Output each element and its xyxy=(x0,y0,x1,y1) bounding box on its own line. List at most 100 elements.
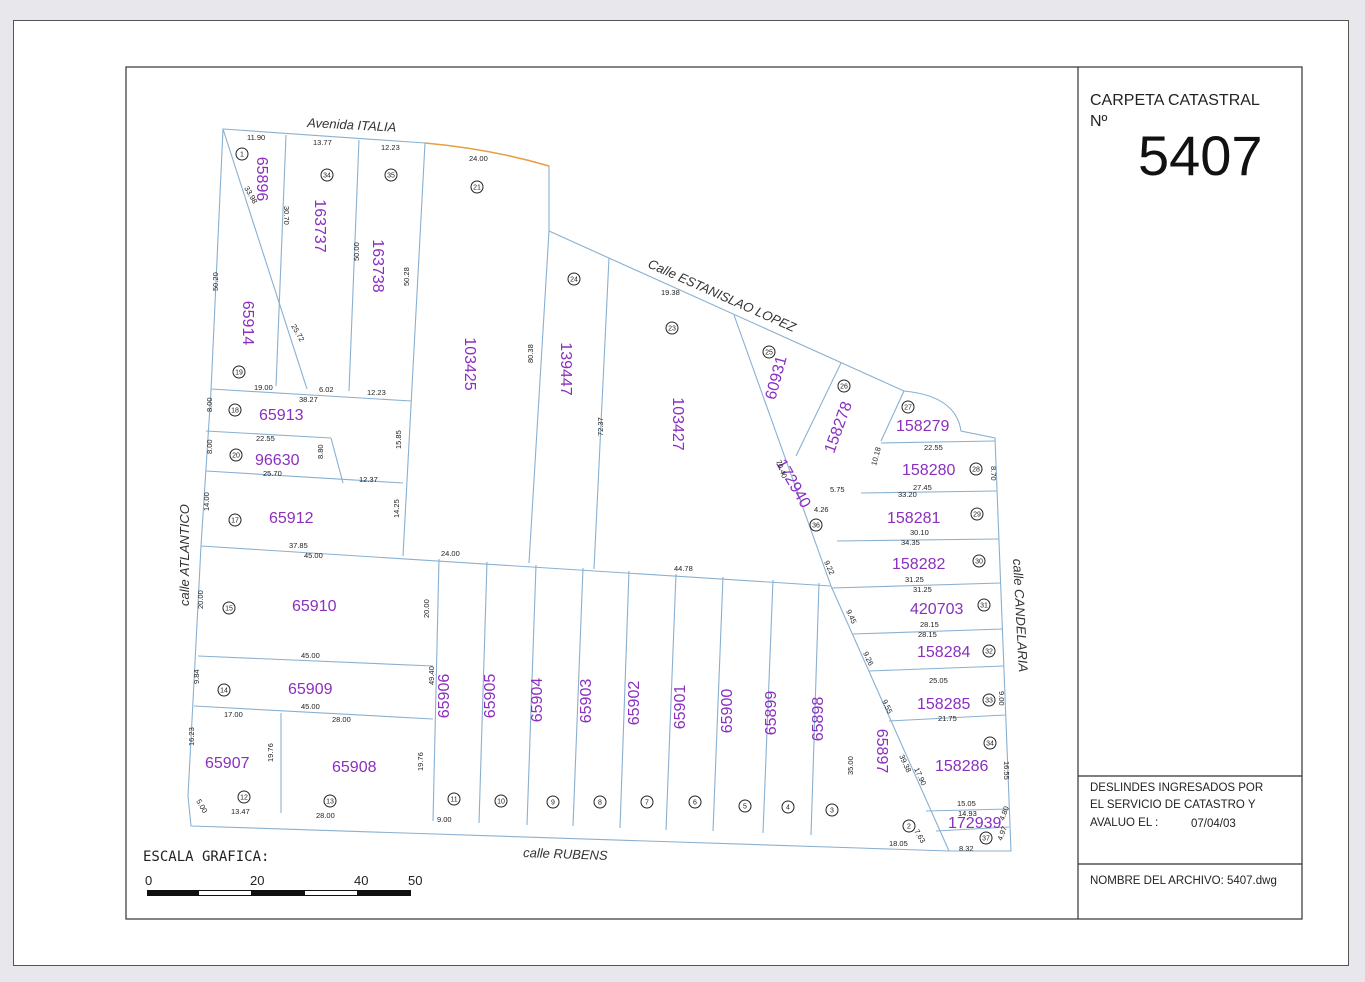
graphic-scale: ESCALA GRAFICA: 0 20 40 50 xyxy=(143,849,422,896)
parcel-id-65905: 65905 xyxy=(482,674,499,719)
svg-text:10: 10 xyxy=(497,799,505,806)
scale-bar xyxy=(147,890,411,896)
parcel-id-65904: 65904 xyxy=(529,678,546,723)
svg-text:28: 28 xyxy=(972,467,980,474)
dimension-label: 45.00 xyxy=(301,702,320,711)
dimension-label: 50.20 xyxy=(211,272,220,291)
dimension-label: 19.76 xyxy=(266,743,275,762)
lot-number-37: 37 xyxy=(979,831,993,845)
dimension-label: 16.23 xyxy=(187,727,196,746)
svg-text:18: 18 xyxy=(231,408,239,415)
dimension-label: 18.05 xyxy=(889,839,908,848)
svg-text:30: 30 xyxy=(975,559,983,566)
dimension-label: 33.20 xyxy=(898,490,917,499)
svg-text:7: 7 xyxy=(645,800,649,807)
lot-number-35: 35 xyxy=(384,168,398,182)
scale-tick-50: 50 xyxy=(408,873,422,888)
svg-text:34: 34 xyxy=(323,173,331,180)
scale-title: ESCALA GRAFICA: xyxy=(143,849,269,865)
lot-number-34: 34 xyxy=(983,736,997,750)
street-atlantico: calle ATLANTICO xyxy=(177,504,192,606)
dimension-label: 22.55 xyxy=(924,443,943,452)
dimension-label: 8.80 xyxy=(316,444,325,459)
parcel-id-158278: 158278 xyxy=(822,399,856,455)
dimension-label: 10.18 xyxy=(869,446,883,466)
scale-tick-0: 0 xyxy=(145,873,152,888)
dimension-label: 80.38 xyxy=(526,344,535,363)
lot-number-34: 34 xyxy=(320,168,334,182)
svg-text:6: 6 xyxy=(693,800,697,807)
deslindes-line1: DESLINDES INGRESADOS POR xyxy=(1090,782,1263,794)
lot-number-10: 10 xyxy=(494,794,508,808)
dimension-label: 16.55 xyxy=(1002,761,1011,780)
parcel-id-65897: 65897 xyxy=(873,729,890,774)
dimension-label: 17.90 xyxy=(912,766,928,787)
dimension-label: 4.26 xyxy=(814,505,829,514)
street-candelaria: calle CANDELARIA xyxy=(1010,558,1031,672)
lot-number-14: 14 xyxy=(217,683,231,697)
dimension-label: 5.00 xyxy=(194,798,209,815)
lot-number-32: 32 xyxy=(982,644,996,658)
dimension-label: 19.76 xyxy=(416,752,425,771)
street-italia: Avenida ITALIA xyxy=(306,115,397,135)
lot-number-25: 25 xyxy=(762,345,776,359)
parcel-id-60931: 60931 xyxy=(763,354,791,401)
dimension-label: 9.55 xyxy=(880,698,894,715)
dimension-label: 12.37 xyxy=(359,475,378,484)
parcel-id-65914: 65914 xyxy=(239,301,256,346)
parcel-id-172939: 172939 xyxy=(948,815,1001,832)
parcel-id-65902: 65902 xyxy=(626,681,643,726)
dimension-label: 7.63 xyxy=(912,828,927,845)
svg-text:31: 31 xyxy=(980,603,988,610)
lot-number-31: 31 xyxy=(977,598,991,612)
cadastral-map: Avenida ITALIA Calle ESTANISLAO LOPEZ ca… xyxy=(125,66,1303,920)
lot-number-13: 13 xyxy=(323,794,337,808)
dimension-label: 20.00 xyxy=(422,599,431,618)
lot-number-7: 7 xyxy=(640,795,654,809)
dimension-label: 45.00 xyxy=(304,551,323,560)
dimension-label: 39.38 xyxy=(897,753,913,774)
dimension-label: 34.35 xyxy=(901,538,920,547)
parcel-id-65910: 65910 xyxy=(292,598,337,615)
svg-text:24: 24 xyxy=(570,277,578,284)
dimension-label: 20.00 xyxy=(196,590,205,609)
dimension-label: 22.55 xyxy=(256,434,275,443)
scale-bar-gap xyxy=(305,891,357,895)
lot-number-26: 26 xyxy=(837,379,851,393)
dimension-label: 4.80 xyxy=(997,805,1010,822)
svg-text:13: 13 xyxy=(326,799,334,806)
dimension-label: 15.05 xyxy=(957,799,976,808)
parcel-id-158280: 158280 xyxy=(902,462,955,479)
dimension-label: 38.27 xyxy=(299,395,318,404)
lot-number-17: 17 xyxy=(228,513,242,527)
dimension-label: 15.85 xyxy=(394,430,403,449)
dimension-label: 25.05 xyxy=(929,676,948,685)
parcel-id-65901: 65901 xyxy=(672,685,689,730)
svg-text:33: 33 xyxy=(985,698,993,705)
dimension-label: 21.75 xyxy=(938,714,957,723)
dimension-label: 44.78 xyxy=(674,564,693,573)
parcel-id-65896: 65896 xyxy=(253,157,270,202)
dimension-label: 28.15 xyxy=(920,620,939,629)
svg-text:37: 37 xyxy=(982,836,990,843)
dimension-label: 31.25 xyxy=(905,575,924,584)
svg-text:5: 5 xyxy=(743,804,747,811)
dimension-label: 14.93 xyxy=(958,809,977,818)
lot-number-19: 19 xyxy=(232,365,246,379)
parcel-id-65913: 65913 xyxy=(259,407,304,424)
lot-number-30: 30 xyxy=(972,554,986,568)
dimension-label: 28.00 xyxy=(316,811,335,820)
parcel-id-65906: 65906 xyxy=(436,674,453,719)
dimension-label: 35.00 xyxy=(846,756,855,775)
lot-number-15: 15 xyxy=(222,601,236,615)
parcel-id-65907: 65907 xyxy=(205,755,250,772)
cadastral-sheet: Avenida ITALIA Calle ESTANISLAO LOPEZ ca… xyxy=(13,20,1349,966)
svg-text:21: 21 xyxy=(473,185,481,192)
svg-text:36: 36 xyxy=(812,523,820,530)
parcel-id-65909: 65909 xyxy=(288,681,333,698)
scale-bar-gap xyxy=(199,891,251,895)
lot-number-5: 5 xyxy=(738,799,752,813)
dimension-label: 13.47 xyxy=(231,807,250,816)
deslindes-date: 07/04/03 xyxy=(1191,818,1236,830)
parcel-id-158285: 158285 xyxy=(917,696,970,713)
